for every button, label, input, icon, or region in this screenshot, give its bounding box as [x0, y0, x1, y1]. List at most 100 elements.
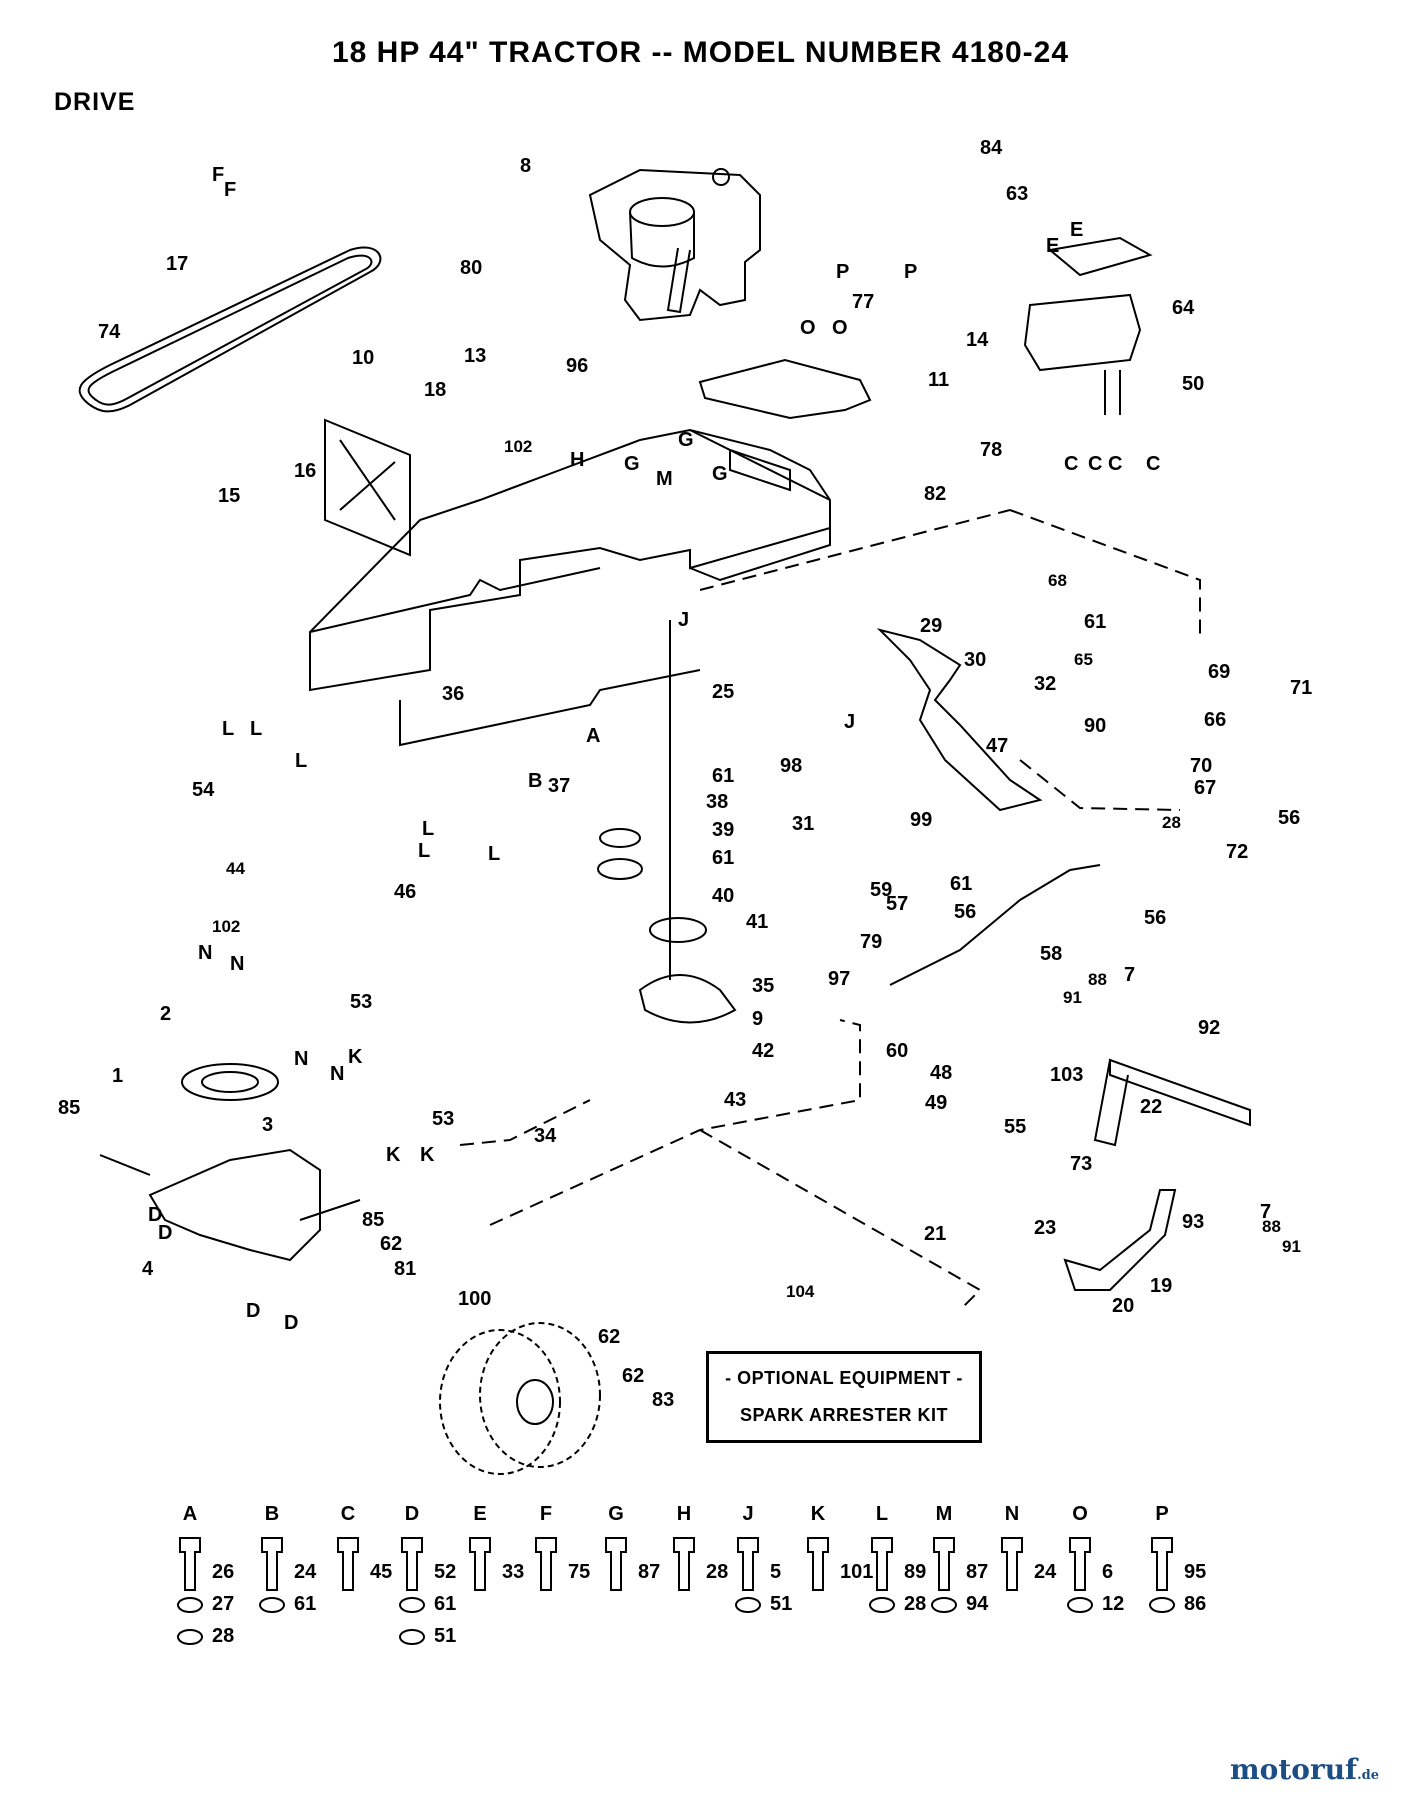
callout-38: 38 — [706, 791, 728, 813]
bolt-icon — [469, 1537, 491, 1591]
hardware-key-letter: L — [876, 1503, 888, 1525]
callout-1: 1 — [112, 1065, 123, 1087]
callout-32: 32 — [1034, 673, 1056, 695]
hardware-part-number: 24 — [1034, 1561, 1057, 1583]
callout-41: 41 — [746, 911, 768, 933]
reference-letter: C — [1088, 453, 1102, 475]
callout-46: 46 — [394, 881, 416, 903]
callout-61d: 61 — [950, 873, 972, 895]
hardware-key-letter: C — [341, 1503, 355, 1525]
callout-53b: 53 — [432, 1108, 454, 1130]
callout-29: 29 — [920, 615, 942, 637]
hardware-key-letter: M — [936, 1503, 953, 1525]
pulley-stack — [597, 828, 737, 1024]
reference-letter: D — [246, 1300, 260, 1322]
hardware-key-letter: F — [540, 1503, 552, 1525]
callout-90: 90 — [1084, 715, 1106, 737]
reference-letter: L — [250, 718, 262, 740]
callout-40: 40 — [712, 885, 734, 907]
hardware-part-number: 12 — [1102, 1593, 1124, 1615]
reference-letter: N — [230, 953, 244, 975]
callout-60: 60 — [886, 1040, 908, 1062]
brake-shaft-part-92 — [1063, 1058, 1251, 1291]
reference-letter: L — [222, 718, 234, 740]
reference-letter: O — [832, 317, 848, 339]
callout-36: 36 — [442, 683, 464, 705]
reference-letter: A — [586, 725, 600, 747]
callout-13: 13 — [464, 345, 486, 367]
bolt-icon — [737, 1537, 759, 1591]
hardware-part-number: 27 — [212, 1593, 234, 1615]
reference-letter: M — [656, 468, 673, 490]
callout-48: 48 — [930, 1062, 952, 1084]
callout-73: 73 — [1070, 1153, 1092, 1175]
callout-25: 25 — [712, 681, 734, 703]
reference-letter: L — [418, 840, 430, 862]
bolt-icon — [807, 1537, 829, 1591]
diagram-title: 18 HP 44" TRACTOR -- MODEL NUMBER 4180-2… — [331, 36, 1070, 69]
reference-letter: P — [836, 261, 849, 283]
heat-shield-part-11 — [698, 358, 872, 420]
hardware-part-number: 28 — [904, 1593, 926, 1615]
reference-letter: L — [488, 843, 500, 865]
hardware-key-letter: J — [742, 1503, 753, 1525]
callout-39: 39 — [712, 819, 734, 841]
hardware-key-letter: O — [1072, 1503, 1088, 1525]
hardware-part-number: 5 — [770, 1561, 781, 1583]
bolt-icon — [535, 1537, 557, 1591]
tractor-frame — [309, 428, 831, 747]
hardware-part-number: 94 — [966, 1593, 989, 1615]
callout-43: 43 — [724, 1089, 746, 1111]
callout-85: 85 — [58, 1097, 80, 1119]
callout-16: 16 — [294, 460, 316, 482]
callout-82: 82 — [924, 483, 946, 505]
callout-9: 9 — [752, 1008, 763, 1030]
callout-59: 59 — [870, 879, 892, 901]
spark-arrester-label: SPARK ARRESTER KIT — [739, 1405, 948, 1425]
reference-letter: J — [678, 609, 689, 631]
callout-4: 4 — [142, 1258, 154, 1280]
callout-69: 69 — [1208, 661, 1230, 683]
reference-letter: E — [1046, 235, 1059, 257]
callout-97: 97 — [828, 968, 850, 990]
hardware-part-number: 101 — [840, 1561, 873, 1583]
transaxle-part-4 — [99, 1063, 361, 1262]
reference-letter: D — [284, 1312, 298, 1334]
callout-68: 68 — [1048, 571, 1067, 590]
rod-part-58 — [889, 864, 1101, 986]
callout-17: 17 — [166, 253, 188, 275]
callout-70: 70 — [1190, 755, 1212, 777]
washer-icon — [399, 1597, 425, 1613]
reference-letter: H — [570, 449, 584, 471]
reference-letter: L — [295, 750, 307, 772]
reference-letter: K — [348, 1046, 363, 1068]
watermark-logo: motoruf.de — [1230, 1753, 1379, 1786]
optional-equipment-label: - OPTIONAL EQUIPMENT - — [725, 1368, 963, 1388]
hardware-part-number: 26 — [212, 1561, 234, 1583]
reference-letter: E — [1070, 219, 1083, 241]
callout-58: 58 — [1040, 943, 1062, 965]
callout-15: 15 — [218, 485, 240, 507]
callout-80: 80 — [460, 257, 482, 279]
callout-35: 35 — [752, 975, 774, 997]
callout-55: 55 — [1004, 1116, 1026, 1138]
callout-61c: 61 — [712, 847, 734, 869]
bolt-icon — [401, 1537, 423, 1591]
hardware-part-number: 28 — [212, 1625, 234, 1647]
callout-96: 96 — [566, 355, 588, 377]
hardware-part-number: 45 — [370, 1561, 392, 1583]
callout-56b: 56 — [954, 901, 976, 923]
callout-64: 64 — [1172, 297, 1195, 319]
hardware-key-letter: G — [608, 1503, 624, 1525]
hardware-part-number: 87 — [966, 1561, 988, 1583]
bolt-icon — [605, 1537, 627, 1591]
callout-22: 22 — [1140, 1096, 1162, 1118]
callout-88b: 88 — [1262, 1217, 1281, 1236]
washer-icon — [869, 1597, 895, 1613]
callout-30: 30 — [964, 649, 986, 671]
bolt-icon — [179, 1537, 201, 1591]
callout-83: 83 — [652, 1389, 674, 1411]
hardware-part-number: 75 — [568, 1561, 590, 1583]
callout-61: 61 — [1084, 611, 1106, 633]
